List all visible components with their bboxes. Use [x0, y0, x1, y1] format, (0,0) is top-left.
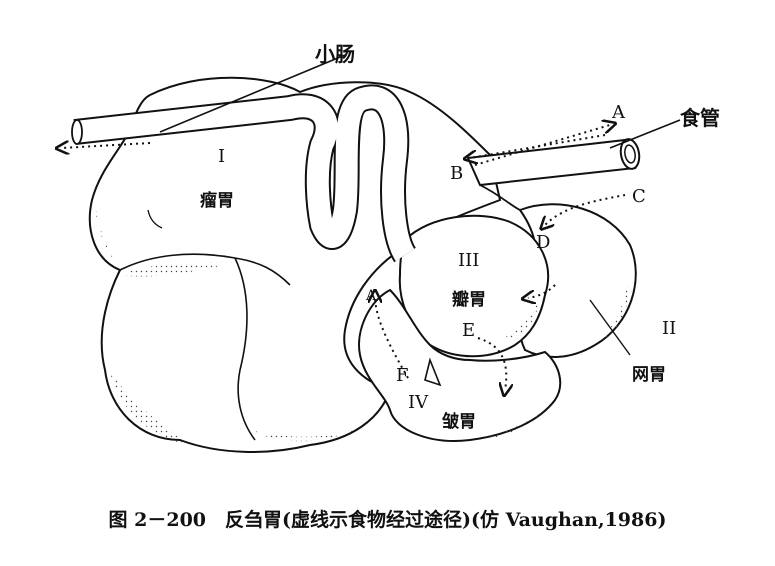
point-f: F — [396, 365, 409, 386]
rumen-numeral: I — [218, 146, 226, 167]
reticulum-label: 网胃 — [632, 365, 666, 385]
small-intestine-leader — [159, 54, 346, 133]
reticulum-leader — [589, 299, 631, 356]
point-a-esophagus: A — [612, 102, 625, 123]
food-path-arrows — [62, 125, 626, 390]
point-b: B — [450, 163, 464, 184]
small-intestine-label: 小肠 — [315, 42, 355, 66]
esophagus-label: 食管 — [680, 106, 720, 130]
rumen-label: 瘤胃 — [200, 191, 234, 211]
abomasum-label: 皱胃 — [442, 412, 476, 432]
omasum-label: 瓣胃 — [452, 290, 486, 310]
omasum-shape — [398, 214, 550, 358]
omasum-numeral: III — [458, 250, 480, 271]
reticulum-numeral: II — [662, 318, 677, 339]
esophagus-tube — [466, 138, 641, 211]
abomasum-numeral: IV — [408, 392, 429, 413]
point-d: D — [536, 232, 551, 253]
point-c: C — [632, 186, 646, 207]
abomasum-shape — [358, 288, 562, 442]
esophagus-leader — [609, 119, 681, 149]
point-e: E — [462, 320, 476, 341]
figure-caption: 图 2－200 反刍胃(虚线示食物经过途径)(仿 Vaughan,1986) — [108, 509, 667, 531]
small-intestine-tube — [71, 84, 417, 263]
point-a-abomasum: A — [366, 288, 377, 304]
